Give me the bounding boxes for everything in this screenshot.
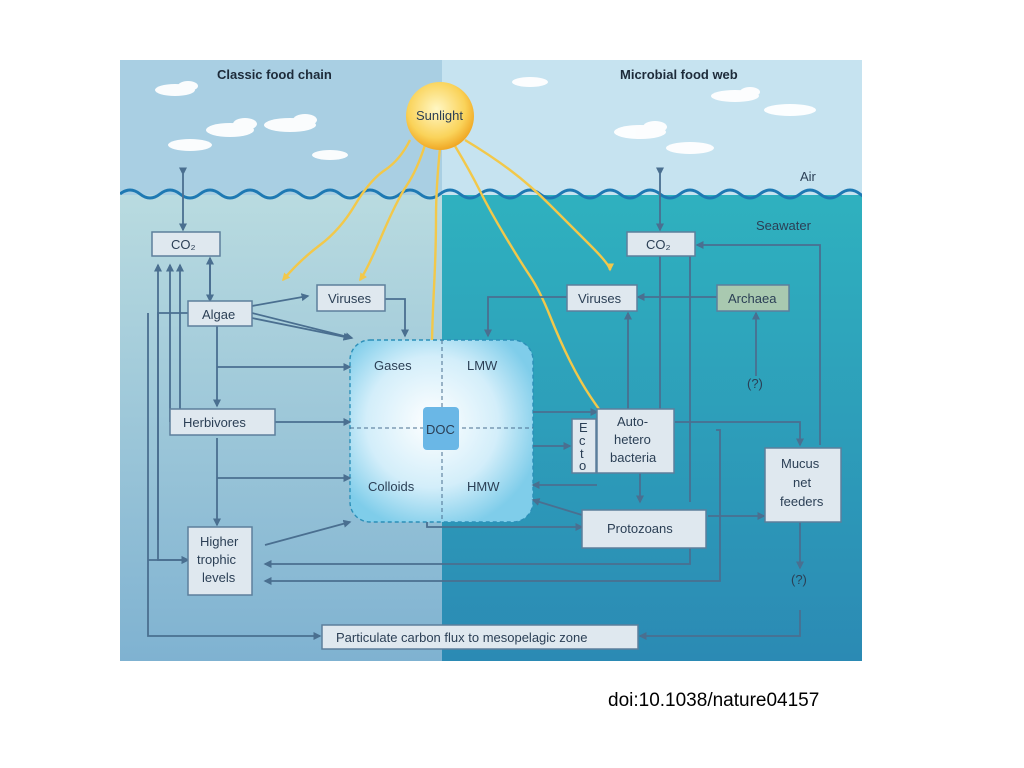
bacteria-line3: bacteria (610, 450, 657, 465)
ecto-char4: o (579, 458, 586, 473)
air-sea-exchange (179, 167, 664, 232)
flux-label: Particulate carbon flux to mesopelagic z… (336, 630, 587, 645)
higher-trophic-line1: Higher (200, 534, 239, 549)
node-herbivores: Herbivores (169, 408, 276, 436)
sun-icon (406, 82, 474, 150)
node-viruses-right: Viruses (566, 284, 638, 312)
mucus-line3: feeders (780, 494, 824, 509)
node-mucus-net-feeders: Mucus net feeders (764, 447, 842, 523)
label-seawater: Seawater (756, 218, 812, 233)
mucus-line2: net (793, 475, 811, 490)
diagram-canvas: Classic food chain Microbial food web Ai… (120, 60, 862, 661)
hmw-label: HMW (467, 479, 500, 494)
flow-arrows (147, 238, 821, 640)
doc-core (423, 407, 459, 450)
viruses-right-label: Viruses (578, 291, 622, 306)
archaea-unknown-label: (?) (747, 376, 763, 391)
node-viruses-left: Viruses (316, 284, 386, 312)
sunlight-rays (282, 138, 616, 433)
doi-citation: doi:10.1038/nature04157 (608, 690, 820, 711)
node-higher-trophic-levels: Higher trophic levels (187, 526, 253, 596)
lmw-label: LMW (467, 358, 498, 373)
higher-trophic-line3: levels (202, 570, 236, 585)
ecto-char1: E (579, 420, 588, 435)
herbivores-label: Herbivores (183, 415, 246, 430)
header-microbial-food-web: Microbial food web (620, 67, 738, 82)
node-ecto: E c t o (571, 418, 597, 474)
colloids-label: Colloids (368, 479, 415, 494)
protozoans-label: Protozoans (607, 521, 673, 536)
wave-surface (120, 188, 862, 200)
ecto-char3: t (580, 446, 584, 461)
bacteria-line2: hetero (614, 432, 651, 447)
node-algae: Algae (187, 300, 253, 327)
algae-label: Algae (202, 307, 235, 322)
viruses-left-label: Viruses (328, 291, 372, 306)
node-auto-hetero-bacteria: Auto- hetero bacteria (596, 408, 675, 474)
co2-right-label: CO₂ (646, 237, 671, 252)
mucus-unknown-label: (?) (791, 572, 807, 587)
higher-trophic-line2: trophic (197, 552, 237, 567)
node-co2-left: CO₂ (151, 231, 221, 257)
label-air: Air (800, 169, 817, 184)
bacteria-line1: Auto- (617, 414, 648, 429)
header-classic-food-chain: Classic food chain (217, 67, 332, 82)
node-particulate-flux: Particulate carbon flux to mesopelagic z… (321, 624, 639, 650)
sunlight-label: Sunlight (416, 108, 463, 123)
archaea-label: Archaea (728, 291, 777, 306)
co2-left-label: CO₂ (171, 237, 196, 252)
mucus-line1: Mucus (781, 456, 820, 471)
gases-label: Gases (374, 358, 412, 373)
clouds (155, 77, 816, 160)
doc-label: DOC (426, 422, 455, 437)
node-co2-right: CO₂ (626, 231, 696, 257)
ecto-char2: c (579, 433, 586, 448)
node-archaea: Archaea (716, 284, 790, 312)
node-protozoans: Protozoans (581, 509, 707, 549)
food-web-diagram: Classic food chain Microbial food web Ai… (120, 60, 862, 661)
